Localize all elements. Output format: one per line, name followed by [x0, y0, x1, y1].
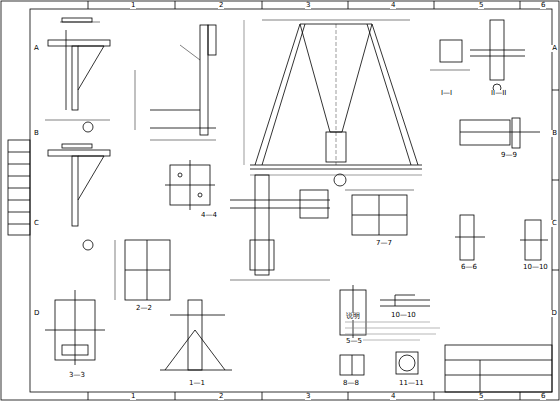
- section-label: 7—7: [375, 240, 393, 247]
- section-7-7: [345, 190, 414, 235]
- truss-frame: [244, 20, 422, 186]
- beam-connection: [230, 175, 330, 280]
- section-label: 2—2: [135, 305, 153, 312]
- grid-ticks: [88, 1, 559, 400]
- title-block: [445, 345, 552, 392]
- grid-label: B: [551, 130, 558, 137]
- section-label: 10—10: [522, 264, 549, 271]
- section-label: 1—1: [188, 380, 206, 387]
- section-label: 10—10: [390, 312, 417, 319]
- grid-label: 6: [540, 393, 546, 400]
- section-label: I—I: [440, 90, 453, 97]
- top-right-detail: [430, 20, 525, 92]
- section-label: 5—5: [345, 338, 363, 345]
- side-strip: [8, 140, 30, 235]
- section-3-3: [45, 290, 105, 365]
- bracket-detail-b: [48, 144, 110, 250]
- grid-label: D: [551, 310, 558, 317]
- column-detail: [135, 25, 216, 140]
- grid-label: 4: [390, 2, 396, 9]
- grid-label: B: [33, 130, 40, 137]
- section-2-2: [115, 240, 170, 300]
- section-1-1: [160, 300, 232, 370]
- grid-label: 3: [305, 2, 311, 9]
- section-label: 9—9: [500, 152, 518, 159]
- grid-label: D: [33, 310, 40, 317]
- section-label: 3—3: [68, 372, 86, 379]
- grid-label: C: [33, 220, 40, 227]
- notes-heading: 说明: [345, 313, 361, 320]
- section-5-5: [340, 285, 366, 340]
- bracket-detail: [45, 18, 110, 132]
- grid-label: 5: [478, 2, 484, 9]
- grid-label: C: [551, 220, 558, 227]
- grid-label: A: [551, 45, 558, 52]
- grid-label: A: [33, 45, 40, 52]
- grid-label: 5: [478, 393, 484, 400]
- section-8-8: [340, 355, 364, 375]
- section-label: 11—11: [398, 380, 425, 387]
- grid-label: 3: [305, 393, 311, 400]
- grid-label: 2: [218, 393, 224, 400]
- grid-label: 4: [390, 393, 396, 400]
- section-label: 4—4: [200, 212, 218, 219]
- section-label: II—II: [490, 90, 507, 97]
- inner-frame: [30, 9, 552, 392]
- section-label: 6—6: [460, 264, 478, 271]
- section-11-11: [396, 352, 418, 374]
- section-label: 8—8: [342, 380, 360, 387]
- grid-label: 1: [130, 2, 136, 9]
- section-4-4: [165, 160, 215, 210]
- grid-label: 1: [130, 393, 136, 400]
- section-9-9: [460, 118, 540, 148]
- grid-label: 6: [540, 2, 546, 9]
- grid-label: 2: [218, 2, 224, 9]
- section-10-10-b: [380, 295, 430, 306]
- section-6-6: [455, 215, 548, 260]
